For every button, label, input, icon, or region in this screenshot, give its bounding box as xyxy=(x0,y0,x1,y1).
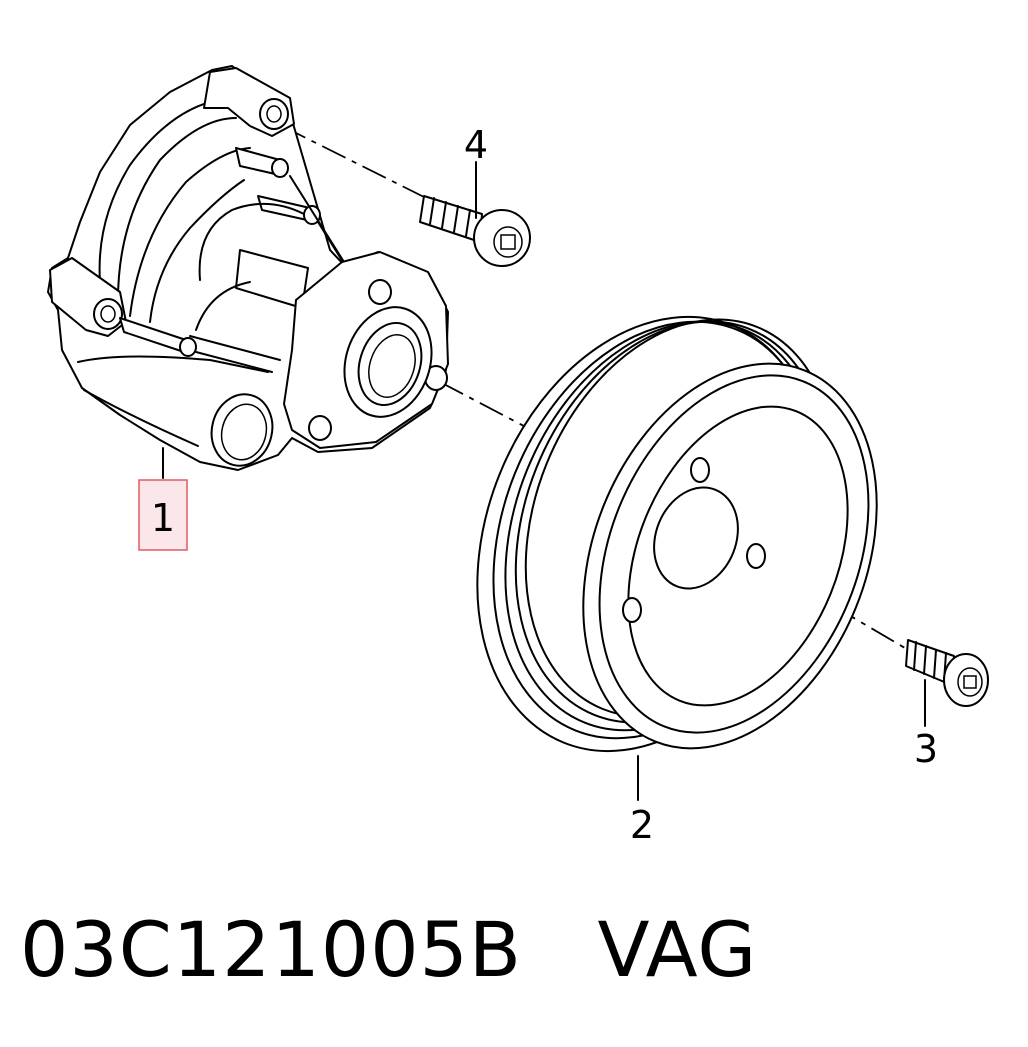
water-pump-housing xyxy=(47,65,449,471)
callout-1: 1 xyxy=(151,496,175,540)
belt-pulley xyxy=(476,315,878,753)
housing-bolt xyxy=(419,195,531,267)
pulley-bolt xyxy=(905,639,989,707)
leader-lines xyxy=(162,161,926,801)
callout-3: 3 xyxy=(914,727,938,771)
callout-2: 2 xyxy=(630,803,654,847)
brand-name: VAG xyxy=(597,905,758,994)
callout-1-highlight xyxy=(138,479,188,551)
part-caption: 03C121005B VAG xyxy=(20,912,757,988)
callout-4: 4 xyxy=(464,123,488,167)
part-number: 03C121005B xyxy=(20,905,523,994)
